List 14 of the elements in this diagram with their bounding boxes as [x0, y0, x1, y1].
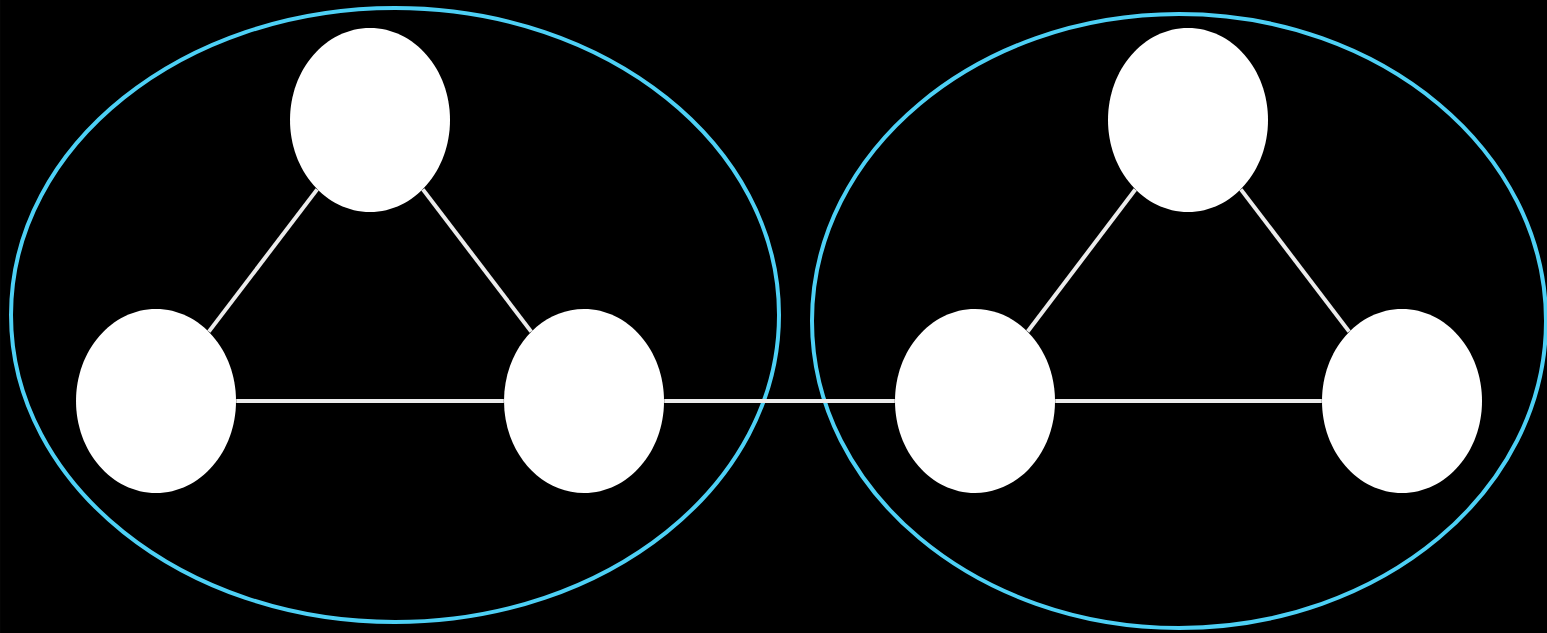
connector-line: [236, 399, 504, 403]
group-ellipse: [9, 6, 781, 624]
node-circle: [1108, 28, 1268, 212]
connector-line: [1055, 399, 1322, 403]
connector-line: [421, 188, 533, 333]
connector-line: [207, 188, 319, 333]
connector-line: [1026, 188, 1137, 333]
node-circle: [895, 309, 1055, 493]
connector-line: [664, 399, 895, 403]
node-circle: [290, 28, 450, 212]
connector-line: [1239, 188, 1351, 333]
node-circle: [1322, 309, 1482, 493]
node-circle: [504, 309, 664, 493]
node-circle: [76, 309, 236, 493]
